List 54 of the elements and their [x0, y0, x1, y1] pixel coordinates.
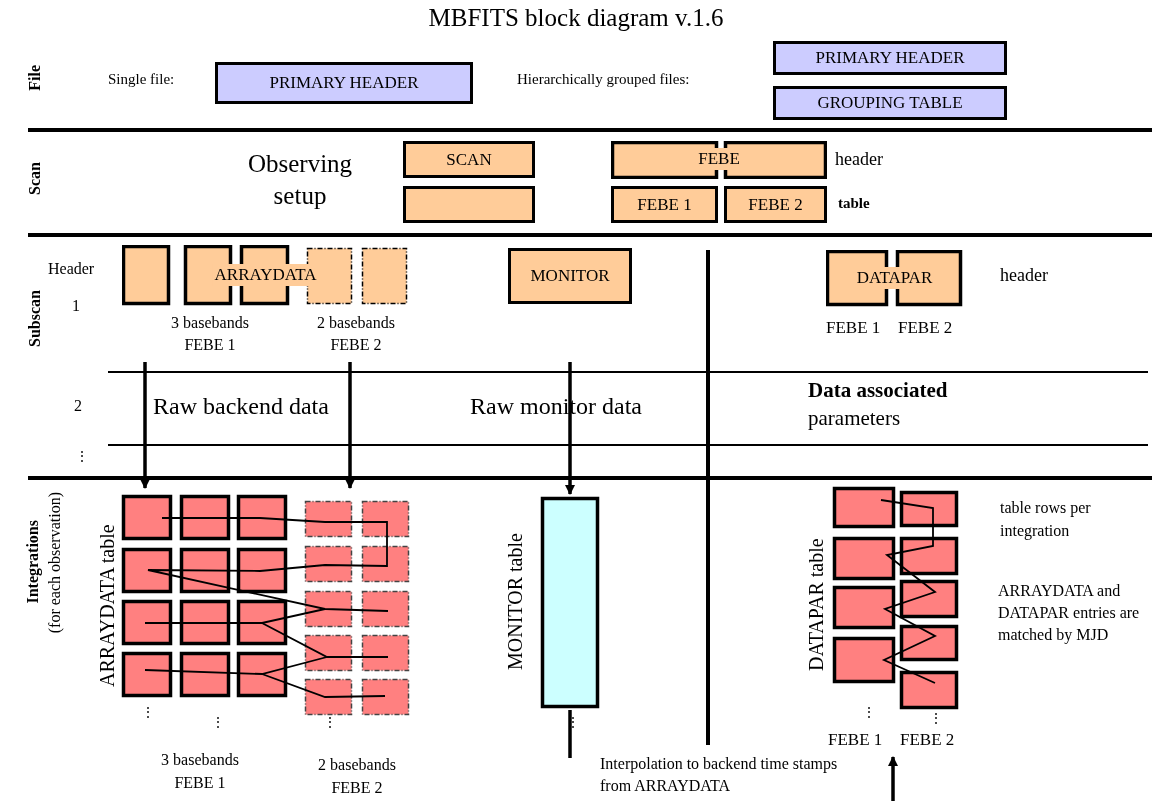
arrow [888, 756, 898, 801]
header-block: SCAN [403, 141, 535, 178]
column-caption: FEBE 1 [826, 318, 881, 338]
section-label: Subscan [26, 290, 44, 347]
note-text: table rows per integration [1000, 498, 1092, 542]
arrow [140, 362, 150, 489]
table-block: FEBE 1 [611, 186, 718, 223]
block-label: ARRAYDATA [211, 264, 320, 286]
diagram-title: MBFITS block diagram v.1.6 [427, 4, 725, 32]
ellipsis-mark: ⋮ [211, 714, 225, 731]
ellipsis-mark: ⋮ [929, 710, 943, 727]
row-number: 2 [74, 397, 82, 415]
table-title: DATAPAR table [805, 537, 828, 674]
table-block: FEBE 2 [724, 186, 827, 223]
row-label: header [1000, 265, 1048, 286]
column-caption: 2 basebands FEBE 2 [317, 755, 397, 798]
header-block-group [122, 245, 409, 307]
note-text: ARRAYDATA and DATAPAR entries are matched by MJD [998, 581, 1141, 646]
note-text: Interpolation to backend time stamps from ARRAYDATA [600, 754, 839, 796]
row-label: header [835, 149, 883, 170]
table-title: ARRAYDATA table [96, 523, 119, 690]
row-label: Header [48, 260, 95, 278]
column-caption: FEBE 2 [900, 730, 955, 750]
header-block-pair [611, 141, 827, 179]
header-block-pair [826, 250, 963, 308]
column-caption: FEBE 2 [898, 318, 953, 338]
table-block: GROUPING TABLE [773, 86, 1007, 120]
field-label: Single file: [108, 71, 175, 88]
header-block: PRIMARY HEADER [215, 62, 473, 104]
ellipsis-mark: ⋮ [862, 704, 876, 721]
arrow [345, 362, 355, 489]
section-label: File [26, 65, 44, 91]
table-title: MONITOR table [504, 532, 527, 673]
ellipsis-mark: ⋮ [566, 714, 580, 731]
column-caption: 3 basebands FEBE 1 [170, 313, 250, 355]
header-block: PRIMARY HEADER [773, 41, 1007, 75]
section-label: (for each observation) [46, 492, 64, 634]
section-label: Integrations [24, 520, 42, 604]
group-heading: Data associated parameters [808, 377, 949, 432]
row-number: 1 [72, 297, 80, 315]
table-block [403, 186, 535, 223]
group-heading: Observing setup [246, 149, 354, 211]
ellipsis-mark: ⋮ [323, 714, 337, 731]
arrow [565, 362, 575, 495]
row-label: table [838, 195, 870, 212]
ellipsis-mark: ⋮ [141, 704, 155, 721]
field-label: Hierarchically grouped files: [517, 71, 690, 88]
ellipsis-mark: ⋮ [75, 448, 89, 465]
section-label: Scan [26, 162, 44, 195]
column-caption: FEBE 1 [828, 730, 883, 750]
header-block: MONITOR [508, 248, 632, 304]
column-caption: 3 basebands FEBE 1 [160, 750, 240, 793]
column-caption: 2 basebands FEBE 2 [316, 313, 396, 355]
connector-line [568, 710, 572, 758]
